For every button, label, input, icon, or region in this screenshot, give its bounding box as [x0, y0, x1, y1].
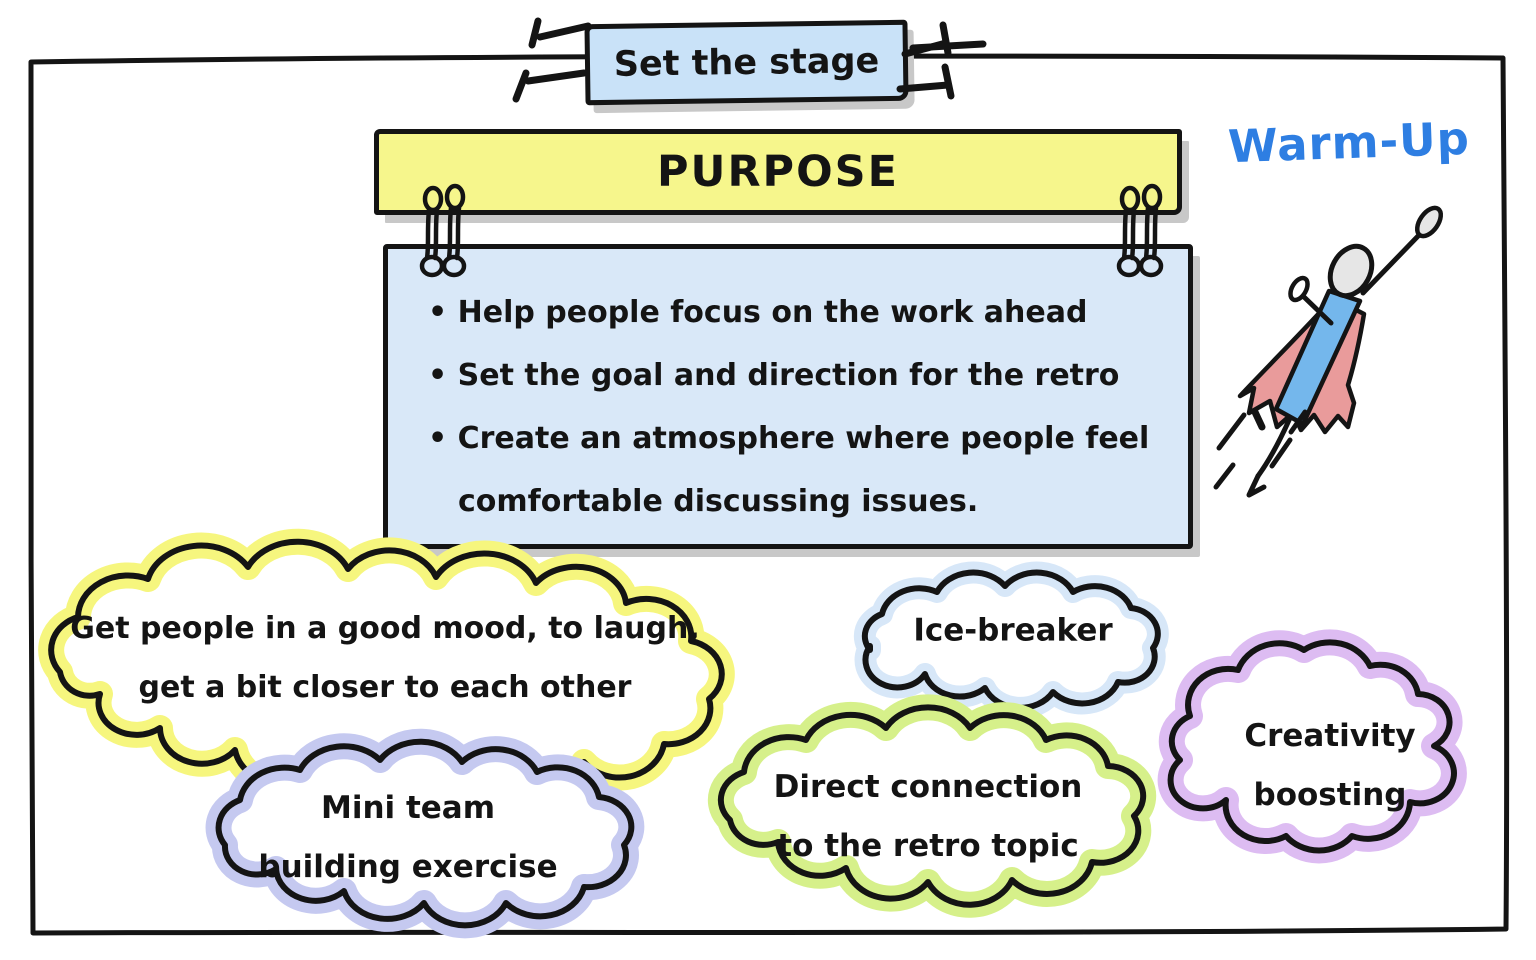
cloud-creativity-label: Creativity boosting [1244, 718, 1416, 813]
purpose-bullet: • Help people focus on the work ahead [428, 295, 1088, 330]
cloud-direct-connection-label: Direct connection to the retro topic [773, 769, 1083, 864]
cloud-good-mood-label: Get people in a good mood, to laugh, get… [70, 611, 700, 705]
stage-banner-label: Set the stage [613, 40, 880, 85]
purpose-bullet: • Set the goal and direction for the ret… [428, 358, 1120, 393]
cloud-ice-breaker-label: Ice-breaker [913, 612, 1113, 649]
purpose-note: • Help people focus on the work ahead • … [383, 244, 1193, 549]
purpose-bullet: • Create an atmosphere where people feel… [428, 421, 1150, 519]
purpose-banner-label: PURPOSE [657, 147, 899, 197]
purpose-banner: PURPOSE [374, 129, 1182, 215]
cloud-mini-team-label: Mini team building exercise [258, 790, 558, 885]
flying-superhero-icon [1213, 205, 1444, 498]
warmup-label: Warm-Up [1227, 111, 1471, 174]
stage-banner: Set the stage [584, 19, 909, 106]
